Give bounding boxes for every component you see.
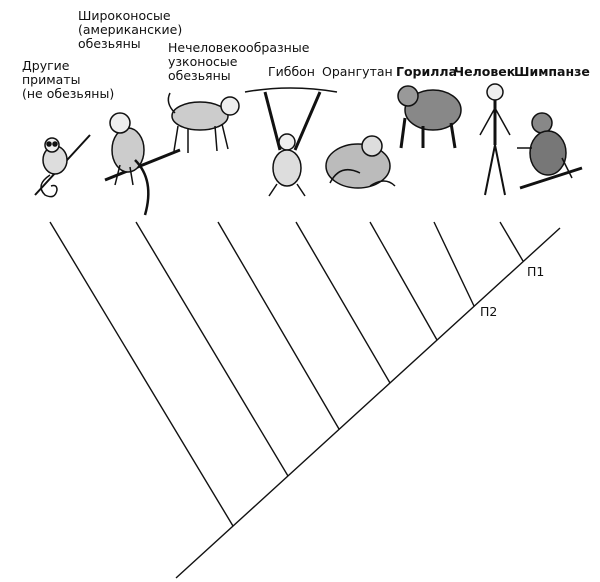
orangutan-illustration (325, 135, 396, 189)
taxon-label-gorilla: Горилла (396, 64, 458, 79)
taxon-label-chimpanzee: Шимпанзе (514, 64, 590, 79)
taxon-label-orangutan: Орангутан (322, 64, 393, 79)
gibbon-illustration (244, 87, 338, 197)
human-illustration (479, 83, 511, 196)
branch-gibbon (295, 221, 391, 384)
node-label-p2: П2 (480, 304, 498, 319)
branch-orangutan (369, 221, 438, 341)
macaque-illustration (167, 92, 240, 153)
branch-new-world-monkeys (135, 221, 289, 477)
taxon-label-other-primates: Другие приматы (не обезьяны) (22, 58, 115, 101)
branch-human (499, 221, 524, 262)
capuchin-illustration (104, 112, 181, 216)
node-label-p1: П1 (527, 264, 545, 279)
taxon-label-gibbon: Гиббон (268, 64, 315, 79)
branch-old-world-monkeys (217, 221, 340, 430)
taxon-label-human: Человек (454, 64, 516, 79)
gorilla-illustration (397, 85, 462, 149)
tarsier-illustration (34, 134, 91, 198)
taxon-label-old-world-monkeys: Нечеловекообразные узконосые обезьяны (168, 40, 310, 83)
tree-trunk-line (175, 227, 561, 579)
branch-other-primates (49, 221, 234, 527)
taxon-label-new-world-monkeys: Широконосые (американские) обезьяны (78, 8, 183, 51)
branch-gorilla (433, 221, 475, 307)
chimpanzee-illustration (517, 112, 583, 190)
